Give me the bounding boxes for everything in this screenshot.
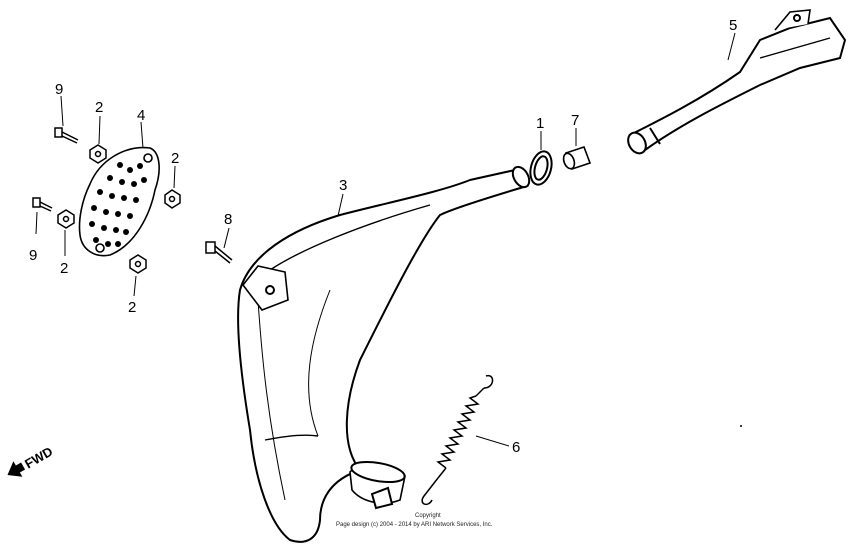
- fwd-arrow: FWD: [7, 444, 55, 477]
- fwd-label: FWD: [22, 444, 55, 472]
- copyright-line-2: Page design (c) 2004 - 2014 by ARI Netwo…: [336, 522, 493, 528]
- callout-5: 5: [729, 17, 737, 34]
- callout-9-lower: 9: [29, 247, 37, 264]
- nut-2-b: [164, 189, 181, 209]
- nut-2-a: [89, 144, 107, 164]
- callout-2-upper-left: 2: [95, 99, 103, 116]
- gasket: [529, 150, 553, 186]
- bolt-8: [205, 241, 233, 264]
- callout-4: 4: [137, 107, 145, 124]
- callout-9-upper: 9: [55, 81, 63, 98]
- callout-2-lower-left: 2: [60, 260, 68, 277]
- grommet: [562, 145, 592, 171]
- callout-2-bottom: 2: [128, 299, 136, 316]
- speck: [740, 425, 742, 427]
- callout-7: 7: [571, 112, 579, 129]
- nut-2-c: [57, 209, 75, 229]
- callout-6: 6: [512, 439, 520, 456]
- copyright-line-1: Copyright: [415, 513, 441, 519]
- leader-lines: [35, 32, 736, 447]
- callout-8: 8: [224, 211, 232, 228]
- spring: [421, 374, 494, 506]
- arrow-left-icon: [7, 461, 26, 477]
- callout-1: 1: [536, 115, 544, 132]
- bolt-9-lower: [32, 197, 53, 212]
- shield-perforations: [89, 162, 147, 247]
- nut-2-d: [129, 254, 147, 274]
- expansion-chamber: [237, 165, 531, 543]
- silencer: [627, 9, 847, 155]
- callout-3: 3: [339, 177, 347, 194]
- callout-2-right: 2: [171, 150, 179, 167]
- bolt-9-upper: [54, 127, 79, 144]
- heat-shield: [78, 146, 160, 257]
